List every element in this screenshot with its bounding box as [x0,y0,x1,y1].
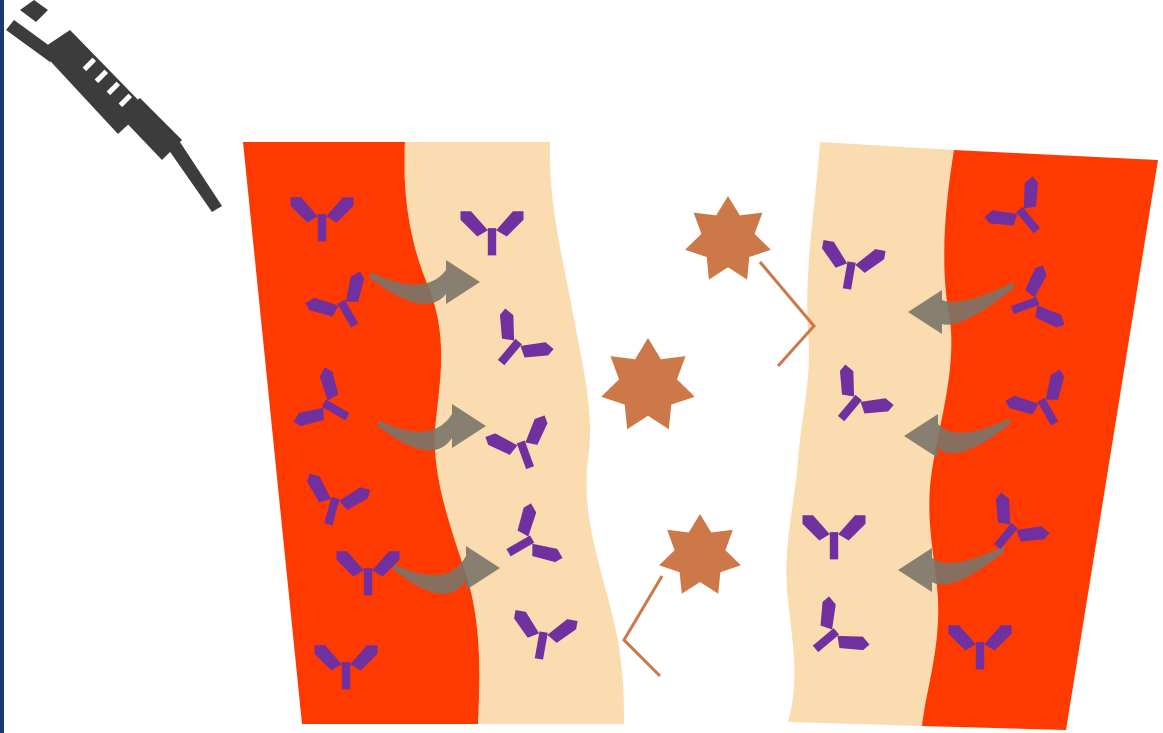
antigen-icon [685,196,771,280]
antigens [601,196,771,594]
antigen-connector-top [760,262,814,366]
antigen-icon [659,514,741,594]
antigen-icon [601,338,695,429]
antigen-connectors [624,262,814,676]
syringe-icon [6,0,222,212]
antigen-connector-bottom [624,576,662,676]
